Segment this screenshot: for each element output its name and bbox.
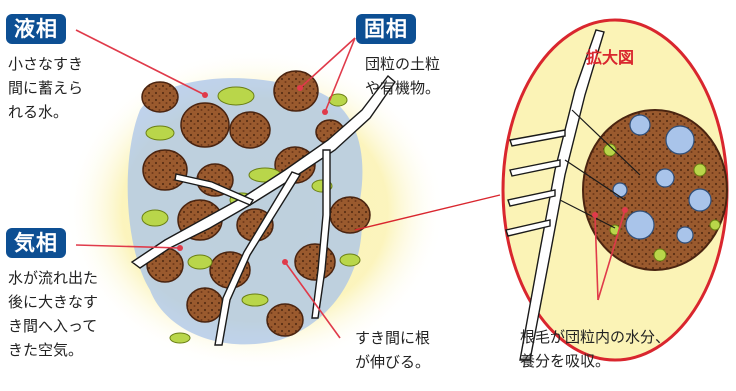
gas-phase-description: 水が流れ出た 後に大きなす き間へ入って きた空気。 — [8, 266, 98, 362]
solid-phase-label: 固相 — [356, 14, 416, 44]
gas-phase-label: 気相 — [6, 228, 66, 258]
root-gap-caption: すき間に根 が伸びる。 — [355, 326, 430, 374]
liquid-phase-description: 小さなすき 間に蓄えら れる水。 — [8, 52, 83, 124]
solid-phase-description: 団粒の土粒 や有機物。 — [365, 52, 440, 100]
zoom-view — [503, 20, 727, 360]
root-hair-caption: 根毛が団粒内の水分、 養分を吸収。 — [520, 325, 670, 373]
zoom-title: 拡大図 — [586, 44, 634, 68]
liquid-phase-label: 液相 — [6, 14, 66, 44]
